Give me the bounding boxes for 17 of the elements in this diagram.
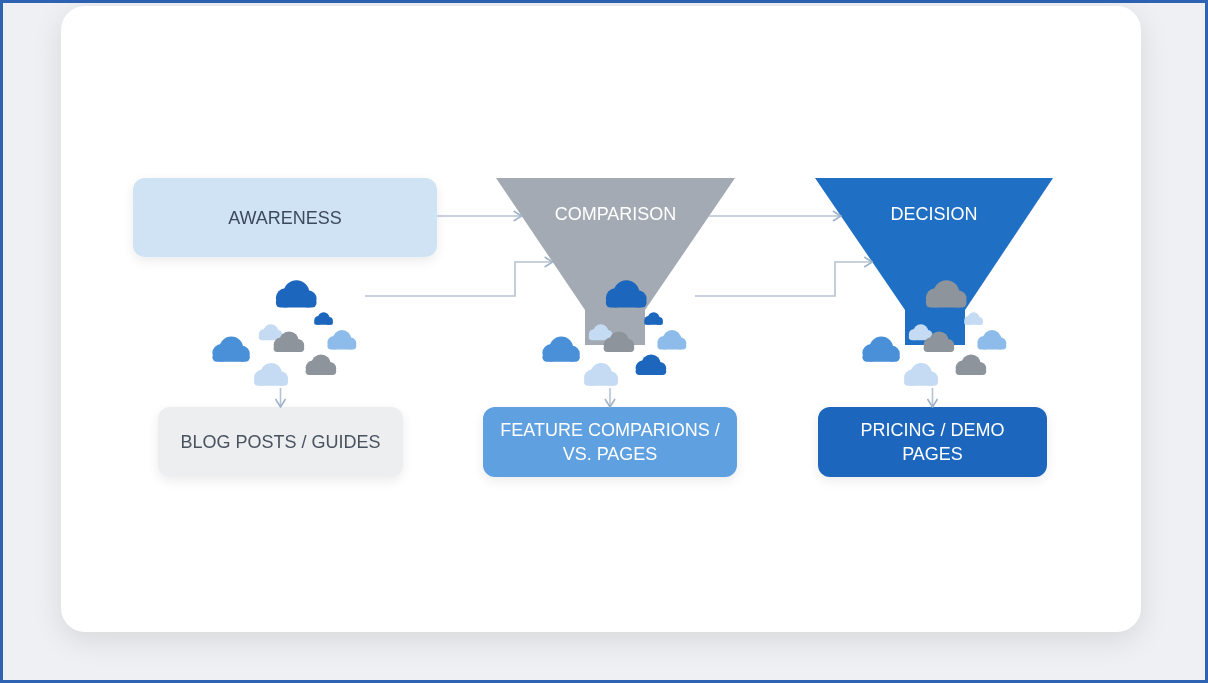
- stage-box: [818, 407, 1047, 477]
- arrow: [708, 210, 842, 222]
- box-label: AWARENESS: [227, 206, 343, 230]
- stage-box: [483, 407, 737, 477]
- stage-box: [133, 178, 437, 257]
- arrow: [694, 256, 874, 297]
- stage-box: [158, 407, 403, 477]
- arrow: [926, 387, 939, 408]
- arrow: [274, 387, 287, 408]
- stage-label: DECISION: [890, 204, 978, 225]
- stage-label: COMPARISON: [554, 204, 677, 225]
- arrow: [436, 210, 523, 222]
- box-label: PRICING / DEMO PAGES: [859, 419, 1006, 466]
- box-label: FEATURE COMPARIONS / VS. PAGES: [499, 419, 721, 466]
- box-label: BLOG POSTS / GUIDES: [179, 431, 382, 454]
- arrow: [364, 256, 554, 297]
- arrow: [604, 387, 616, 408]
